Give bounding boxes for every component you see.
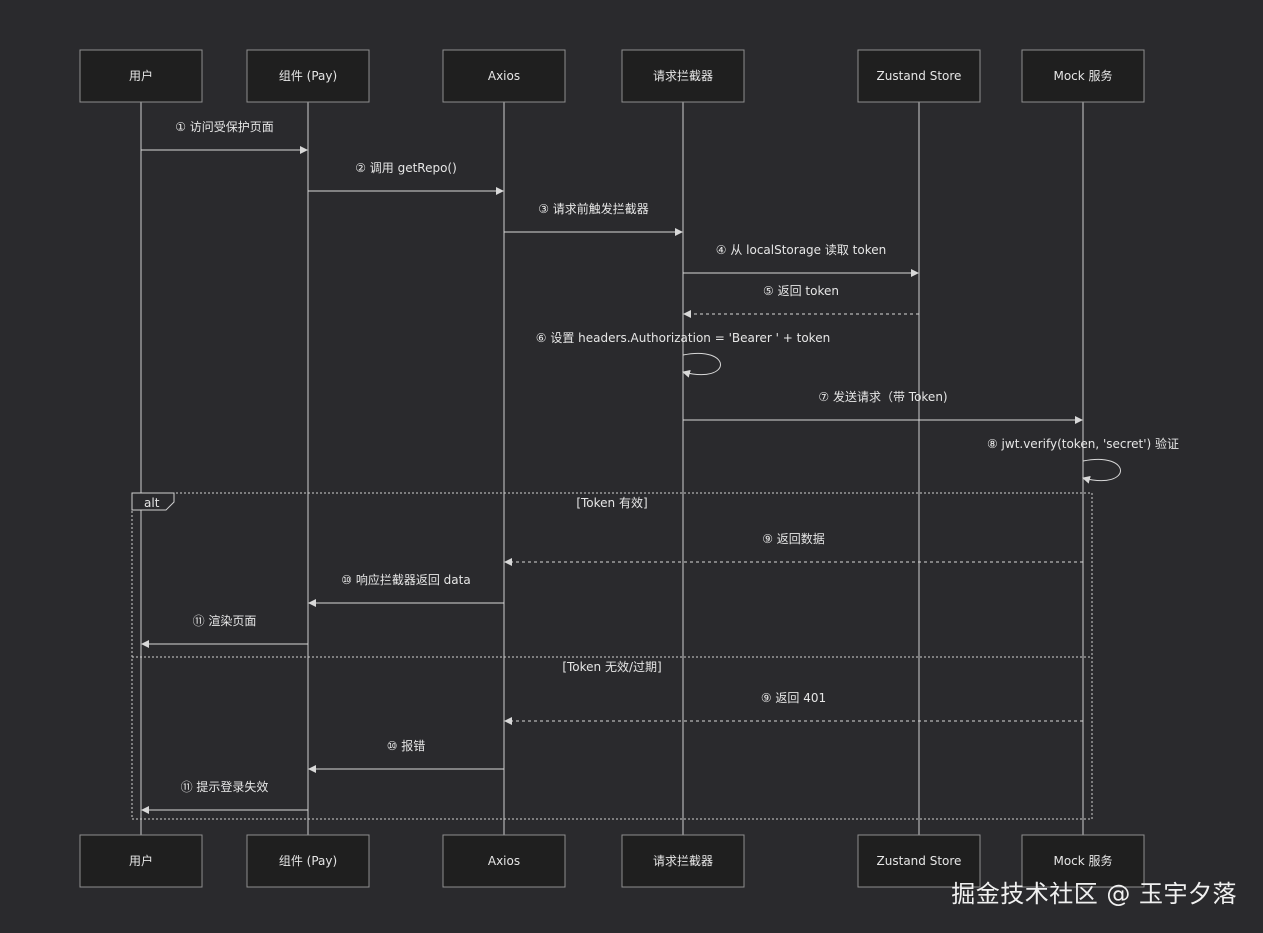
actor-mock-bottom: Mock 服务 <box>1021 834 1145 888</box>
alt-frame-border <box>131 492 1093 820</box>
actor-axios-bottom: Axios <box>442 834 566 888</box>
message-label: ⑩ 响应拦截器返回 data <box>341 572 470 587</box>
alt-frame: alt [Token 有效] [Token 无效/过期] <box>131 492 1093 820</box>
actor-label: Mock 服务 <box>1053 853 1112 868</box>
actor-label: 组件 (Pay) <box>279 69 337 83</box>
actor-box <box>857 49 981 103</box>
actor-mock-top: Mock 服务 <box>1021 49 1145 103</box>
message-label: ⑧ jwt.verify(token, 'secret') 验证 <box>987 436 1179 451</box>
message-11: ⑪ 渲染页面 <box>141 613 308 648</box>
actor-box <box>1021 49 1145 103</box>
messages: ① 访问受保护页面 ② 调用 getRepo() ③ 请求前触发拦截器 ④ 从 loc… <box>141 120 1179 814</box>
alt-section-label: [Token 有效] <box>576 495 647 510</box>
actor-label: 请求拦截器 <box>653 69 713 83</box>
message-14: ⑪ 提示登录失效 <box>141 779 308 814</box>
actor-box <box>621 834 745 888</box>
alt-keyword: alt <box>144 496 160 510</box>
message-4: ④ 从 localStorage 读取 token <box>683 243 919 277</box>
message-12: ⑨ 返回 401 <box>504 691 1083 725</box>
message-label: ⑪ 渲染页面 <box>193 613 257 628</box>
actor-label: Axios <box>488 854 520 868</box>
alt-section-label: [Token 无效/过期] <box>562 659 661 674</box>
message-label: ④ 从 localStorage 读取 token <box>716 243 887 257</box>
message-label: ⑦ 发送请求（带 Token) <box>818 389 947 404</box>
actor-box <box>621 49 745 103</box>
actor-label: Mock 服务 <box>1053 68 1112 83</box>
actor-label: 用户 <box>129 68 153 83</box>
message-13: ⑩ 报错 <box>308 738 504 773</box>
actor-user-bottom: 用户 <box>79 834 203 888</box>
self-message-arrow <box>682 352 721 378</box>
message-7: ⑦ 发送请求（带 Token) <box>683 389 1083 424</box>
message-6: ⑥ 设置 headers.Authorization = 'Bearer ' +… <box>536 331 830 378</box>
message-label: ⑩ 报错 <box>387 738 426 753</box>
message-label: ① 访问受保护页面 <box>175 120 274 134</box>
actor-interceptor-top: 请求拦截器 <box>621 49 745 103</box>
actor-box <box>246 834 370 888</box>
actor-comp-bottom: 组件 (Pay) <box>246 834 370 888</box>
message-1: ① 访问受保护页面 <box>141 120 308 154</box>
actor-label: Zustand Store <box>877 69 962 83</box>
message-label: ⑨ 返回 401 <box>761 691 826 705</box>
message-label: ③ 请求前触发拦截器 <box>538 201 649 216</box>
actor-interceptor-bottom: 请求拦截器 <box>621 834 745 888</box>
message-label: ⑪ 提示登录失效 <box>181 779 269 794</box>
actor-box <box>79 49 203 103</box>
actor-label: Axios <box>488 69 520 83</box>
actor-box <box>442 49 566 103</box>
actor-label: 请求拦截器 <box>653 854 713 868</box>
actor-label: Zustand Store <box>877 854 962 868</box>
watermark-text: 掘金技术社区 @ 玉宇夕落 <box>951 880 1237 908</box>
message-2: ② 调用 getRepo() <box>308 161 504 195</box>
alt-frame-tab <box>131 492 175 511</box>
actor-box <box>1021 834 1145 888</box>
message-3: ③ 请求前触发拦截器 <box>504 201 683 236</box>
message-label: ⑤ 返回 token <box>763 284 839 298</box>
message-10: ⑩ 响应拦截器返回 data <box>308 572 504 607</box>
message-9: ⑨ 返回数据 <box>504 531 1083 566</box>
lifelines <box>140 102 1084 835</box>
actor-box <box>857 834 981 888</box>
message-5: ⑤ 返回 token <box>683 284 919 318</box>
actor-store-top: Zustand Store <box>857 49 981 103</box>
actor-box <box>79 834 203 888</box>
actor-user-top: 用户 <box>79 49 203 103</box>
message-label: ⑨ 返回数据 <box>762 531 825 546</box>
self-message-arrow <box>1082 458 1121 484</box>
actor-box <box>246 49 370 103</box>
actor-label: 用户 <box>129 853 153 868</box>
actor-label: 组件 (Pay) <box>279 854 337 868</box>
message-label: ② 调用 getRepo() <box>355 161 457 175</box>
actor-box <box>442 834 566 888</box>
message-label: ⑥ 设置 headers.Authorization = 'Bearer ' +… <box>536 331 830 345</box>
actor-store-bottom: Zustand Store <box>857 834 981 888</box>
actor-comp-top: 组件 (Pay) <box>246 49 370 103</box>
actor-axios-top: Axios <box>442 49 566 103</box>
message-8: ⑧ jwt.verify(token, 'secret') 验证 <box>987 436 1179 484</box>
